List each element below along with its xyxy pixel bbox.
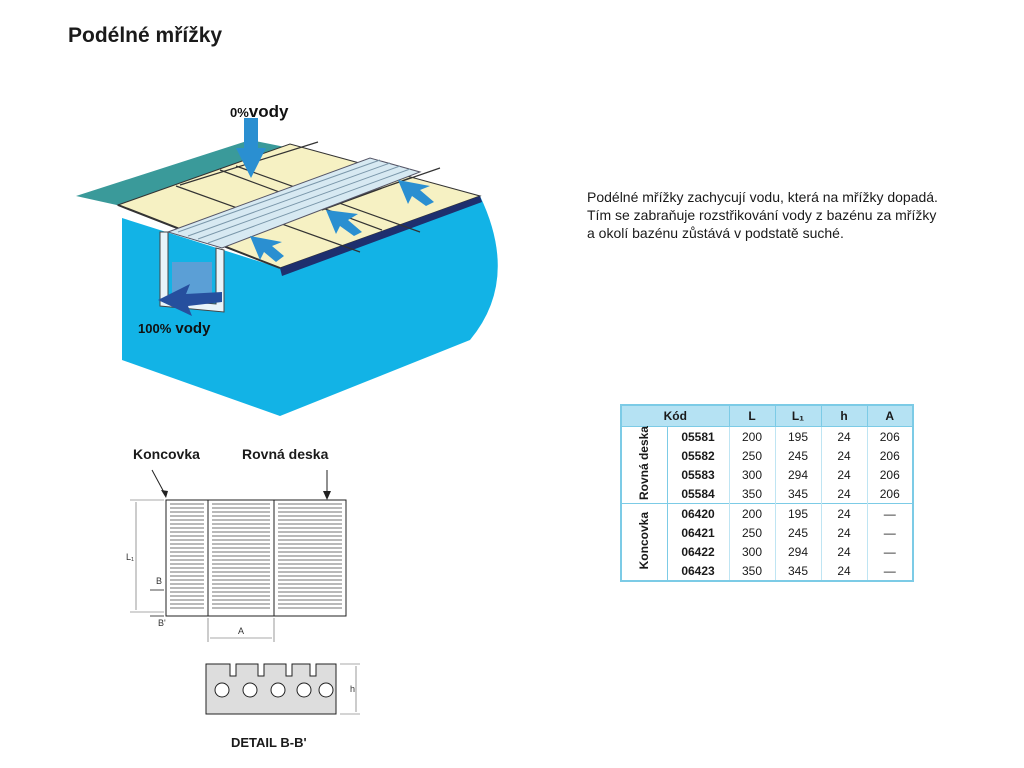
zero-water-label: 0%vody [230, 102, 289, 121]
arrow-out-icon [158, 284, 222, 316]
description: Podélné mřížky zachycují vodu, která na … [587, 188, 987, 242]
table-cell: 206 [866, 446, 913, 465]
table-cell: — [866, 561, 913, 581]
col-header: L [728, 404, 776, 427]
full-water-label: 100% vody [138, 320, 211, 337]
table-cell: 245 [774, 446, 821, 465]
table-cell: 294 [774, 542, 821, 561]
group-label: Koncovka [620, 503, 668, 581]
table-cell: 200 [728, 426, 775, 446]
col-header: L₁ [774, 404, 822, 427]
table-cell: 06423 [666, 561, 729, 581]
table-cell: 245 [774, 523, 821, 542]
detail-label: DETAIL B-B' [231, 735, 307, 750]
table-cell: 206 [866, 426, 913, 446]
table-cell: 345 [774, 561, 821, 581]
table-cell: 24 [820, 465, 867, 484]
table-cell: 24 [820, 542, 867, 561]
arrow-icon [250, 236, 284, 262]
table-cell: 350 [728, 561, 775, 581]
table-cell: 250 [728, 523, 775, 542]
arrow-icon [398, 180, 434, 206]
table-cell: 06421 [666, 523, 729, 542]
dim-l1: L₁ [126, 552, 134, 562]
table-cell: 05583 [666, 465, 729, 484]
col-header: Kód [620, 404, 730, 427]
description-line: a okolí bazénu zůstává v podstatě suché. [587, 225, 844, 241]
pool-illustration [76, 118, 498, 416]
table-cell: 24 [820, 484, 867, 504]
col-header: A [866, 404, 914, 427]
table-cell: 350 [728, 484, 775, 504]
section-b2: B' [158, 618, 166, 628]
table-cell: — [866, 523, 913, 542]
table-cell: 24 [820, 446, 867, 465]
table-cell: 200 [728, 503, 775, 523]
spec-table: Kód L L₁ h A Rovná deska 05581 200 195 2… [620, 404, 914, 582]
technical-drawing: L₁ B B' A h [126, 469, 360, 715]
label-rovna-deska: Rovná deska [242, 446, 329, 462]
table-cell: 300 [728, 465, 775, 484]
table-cell: 195 [774, 426, 821, 446]
table-cell: 05582 [666, 446, 729, 465]
table-cell: 294 [774, 465, 821, 484]
table-cell: 250 [728, 446, 775, 465]
description-line: Podélné mřížky zachycují vodu, která na … [587, 189, 938, 205]
table-cell: 206 [866, 484, 913, 504]
table-cell: 24 [820, 426, 867, 446]
table-cell: 06420 [666, 503, 729, 523]
description-line: Tím se zabraňuje rozstřikování vody z ba… [587, 207, 937, 223]
table-cell: 195 [774, 503, 821, 523]
table-cell: — [866, 542, 913, 561]
table-cell: 24 [820, 503, 867, 523]
table-cell: — [866, 503, 913, 523]
table-cell: 24 [820, 523, 867, 542]
group-label: Rovná deska [620, 426, 668, 504]
grate-strip [166, 157, 422, 249]
label-koncovka: Koncovka [133, 446, 200, 462]
table-cell: 300 [728, 542, 775, 561]
table-cell: 05581 [666, 426, 729, 446]
table-cell: 24 [820, 561, 867, 581]
table-cell: 206 [866, 465, 913, 484]
page-title: Podélné mřížky [68, 24, 223, 47]
table-cell: 06422 [666, 542, 729, 561]
table-cell: 345 [774, 484, 821, 504]
arrow-down-icon [236, 118, 266, 178]
section-b: B [156, 576, 162, 586]
col-header: h [820, 404, 868, 427]
dim-h: h [350, 684, 355, 694]
dim-a: A [238, 626, 244, 636]
table-cell: 05584 [666, 484, 729, 504]
arrow-icon [326, 210, 362, 236]
